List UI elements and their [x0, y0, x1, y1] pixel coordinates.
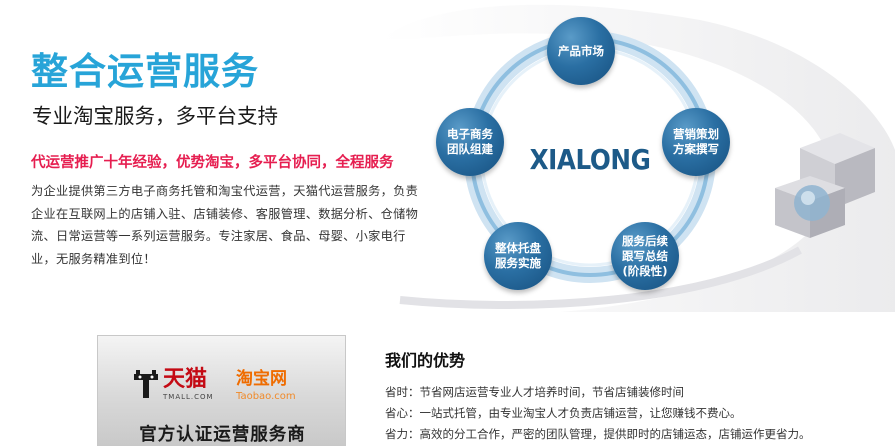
intro-paragraph: 为企业提供第三方电子商务托管和淘宝代运营，天猫代运营服务，负责企业在互联网上的店… [31, 184, 419, 266]
advantage-item: 省时：节省网店运营专业人才培养时间，节省店铺装修时间 [385, 385, 684, 399]
advantages-title: 我们的优势 [385, 351, 466, 370]
cube-globe-decoration [775, 133, 875, 238]
advantage-item: 省心：一站式托管，由专业淘宝人才负责店铺运营，让您赚钱不费心。 [385, 406, 742, 420]
tmall-logo: 天猫 TMALL.COM [132, 369, 214, 401]
brand-center-label: XIALONG [529, 143, 651, 176]
cycle-node-market: 产品市场 [547, 17, 615, 85]
tmall-name: 天猫 [163, 367, 208, 392]
highlight-text: 代运营推广十年经验，优势淘宝，多平台协同，全程服务 [31, 155, 394, 171]
tmall-cat-icon [134, 370, 158, 398]
taobao-logo: 淘宝网 Taobao.com [236, 369, 296, 403]
cycle-node-plan: 营销策划 方案撰写 [662, 108, 730, 176]
background-swoosh [380, 4, 895, 312]
page-heading: 整合运营服务 [31, 50, 259, 93]
taobao-name: 淘宝网 [236, 369, 287, 389]
service-cycle-diagram: XIALONG 产品市场 营销策划 方案撰写 服务后续 跟写总结 (阶段性) 整… [420, 0, 780, 312]
tmall-domain: TMALL.COM [163, 393, 214, 401]
hero-section: 整合运营服务 专业淘宝服务，多平台支持 代运营推广十年经验，优势淘宝，多平台协同… [31, 0, 895, 312]
advantages-list: 省时：节省网店运营专业人才培养时间，节省店铺装修时间 省心：一站式托管，由专业淘… [385, 382, 811, 445]
cycle-node-implementation: 整体托盘 服务实施 [484, 222, 552, 290]
page-subheading: 专业淘宝服务，多平台支持 [32, 104, 278, 128]
cycle-node-after-service: 服务后续 跟写总结 (阶段性) [611, 222, 679, 290]
taobao-domain: Taobao.com [236, 391, 296, 402]
certified-provider-badge: 天猫 TMALL.COM 淘宝网 Taobao.com 官方认证运营服务商 [97, 335, 346, 446]
badge-title: 官方认证运营服务商 [139, 425, 306, 445]
advantage-item: 省力：高效的分工合作，严密的团队管理，提供即时的店铺运态，店铺运作更省力。 [385, 427, 811, 441]
cycle-node-team: 电子商务 团队组建 [436, 108, 504, 176]
